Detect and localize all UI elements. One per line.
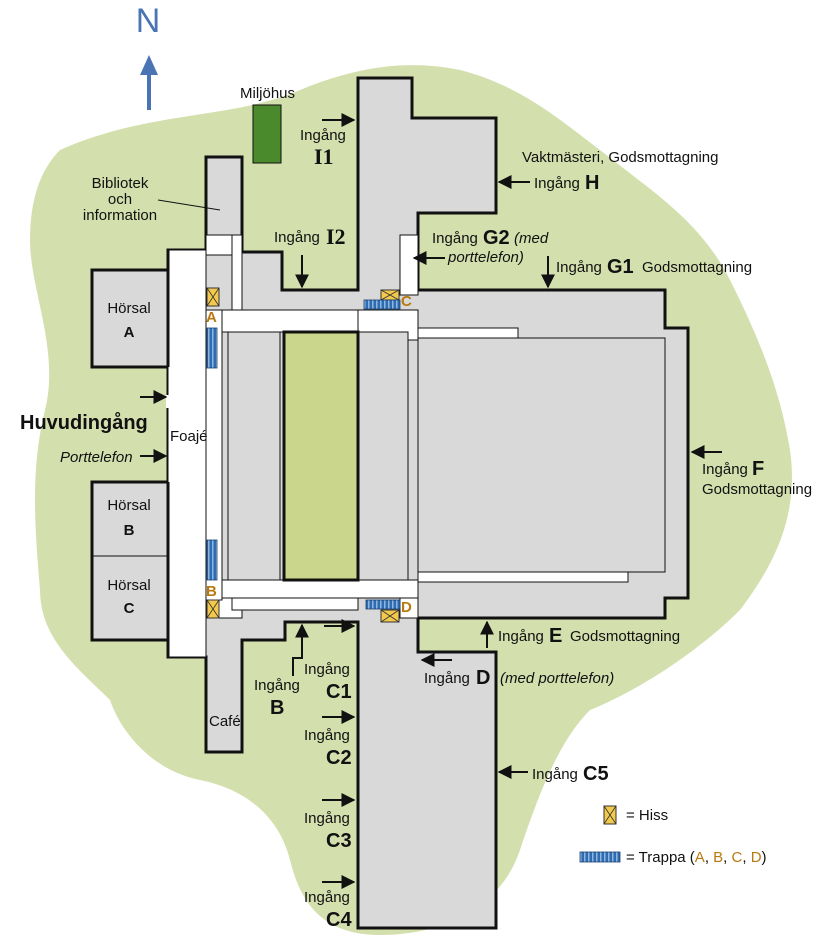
marker-c: C [401, 293, 412, 310]
legend-sep-1: , [705, 849, 713, 866]
ingang-h-label: Ingång [534, 175, 580, 192]
legend-trappa-suffix: ) [762, 849, 767, 866]
elevator-icon [206, 599, 220, 619]
legend-sep-2: , [723, 849, 731, 866]
legend-hiss: = Hiss [626, 807, 668, 824]
ingang-c2-id: C2 [326, 747, 352, 769]
ingang-c2-label: Ingång [304, 727, 350, 744]
horsal-a-label-1: Hörsal [107, 300, 150, 317]
ingang-c3-id: C3 [326, 830, 352, 852]
ingang-f-goods: Godsmottagning [702, 481, 812, 498]
ingang-g2-note-2: porttelefon) [447, 249, 524, 266]
ingang-g2-note-1: (med [514, 230, 549, 247]
ingang-i2-label: Ingång [274, 229, 320, 246]
legend-trappa-a: A [695, 849, 705, 866]
stairs-icon [363, 299, 401, 310]
elevator-icon [603, 805, 617, 825]
ingang-i1-label: Ingång [300, 127, 346, 144]
horsal-a-label-2: A [124, 324, 135, 341]
compass-letter: N [136, 2, 161, 40]
huvudingang-label: Huvudingång [20, 411, 148, 434]
ingang-d-note: (med porttelefon) [500, 670, 614, 687]
ingang-f-id: F [752, 458, 764, 480]
ingang-b-label: Ingång [254, 677, 300, 694]
corridors [167, 234, 629, 658]
ingang-c5-id: C5 [583, 763, 609, 785]
ingang-d-id: D [476, 667, 490, 689]
elevator-icon [380, 289, 400, 301]
ingang-c1-label: Ingång [304, 661, 350, 678]
ingang-f-label: Ingång [702, 461, 748, 478]
ingang-c5-label: Ingång [532, 766, 578, 783]
stairs-icon [365, 599, 401, 610]
miljohus-building [252, 104, 282, 164]
legend-trappa-d: D [751, 849, 762, 866]
horsal-b-label-2: B [124, 522, 135, 539]
ingang-i2-id: I2 [326, 224, 346, 249]
cafe-label: Café [209, 713, 241, 730]
ingang-i1-id: I1 [314, 144, 334, 169]
legend-trappa-prefix: = Trappa ( [626, 849, 695, 866]
legend-trappa-c: C [732, 849, 743, 866]
vaktmasteri-label: Vaktmästeri, Godsmottagning [522, 149, 718, 166]
ingang-d-label: Ingång [424, 670, 470, 687]
miljohus-label: Miljöhus [240, 85, 295, 102]
legend-trappa-b: B [713, 849, 723, 866]
bibliotek-pointer [157, 199, 221, 211]
marker-b: B [206, 583, 217, 600]
ingang-b-id: B [270, 697, 284, 719]
marker-d: D [401, 599, 412, 616]
stairs-icon [206, 539, 218, 581]
ingang-g2-label: Ingång [432, 230, 478, 247]
ingang-g2-id: G2 [483, 227, 510, 249]
ingang-g1-goods: Godsmottagning [642, 259, 752, 276]
ingang-g1-label: Ingång [556, 259, 602, 276]
ingang-c1-id: C1 [326, 681, 352, 703]
horsal-c-label-1: Hörsal [107, 577, 150, 594]
courtyard [282, 330, 360, 582]
ingang-c3-label: Ingång [304, 810, 350, 827]
legend-sep-3: , [742, 849, 750, 866]
north-arrow-icon [140, 55, 158, 110]
ingang-e-label: Ingång [498, 628, 544, 645]
inner-rooms [227, 331, 666, 581]
entrance-arrows [140, 113, 722, 889]
ingang-e-id: E [549, 625, 562, 647]
legend: = Hiss = Trappa (A, B, C, D) [579, 805, 767, 866]
legend-trappa: = Trappa (A, B, C, D) [626, 849, 767, 866]
horsal-c-label-2: C [124, 600, 135, 617]
elevator-icon [206, 287, 220, 307]
stairs-icon [206, 327, 218, 369]
marker-a: A [206, 309, 217, 326]
ingang-c4-label: Ingång [304, 889, 350, 906]
foaje-label: Foajé [170, 428, 208, 445]
ingang-g1-id: G1 [607, 256, 634, 278]
bibliotek-label-3: information [83, 207, 157, 224]
bibliotek-label-1: Bibliotek [92, 175, 149, 192]
porttelefon-label: Porttelefon [60, 449, 133, 466]
ingang-e-goods: Godsmottagning [570, 628, 680, 645]
ingang-h-id: H [585, 172, 599, 194]
ingang-c4-id: C4 [326, 909, 352, 931]
bibliotek-label-2: och [108, 191, 132, 208]
elevator-icon [380, 609, 400, 623]
stairs-icon [579, 851, 621, 863]
horsal-b-label-1: Hörsal [107, 497, 150, 514]
